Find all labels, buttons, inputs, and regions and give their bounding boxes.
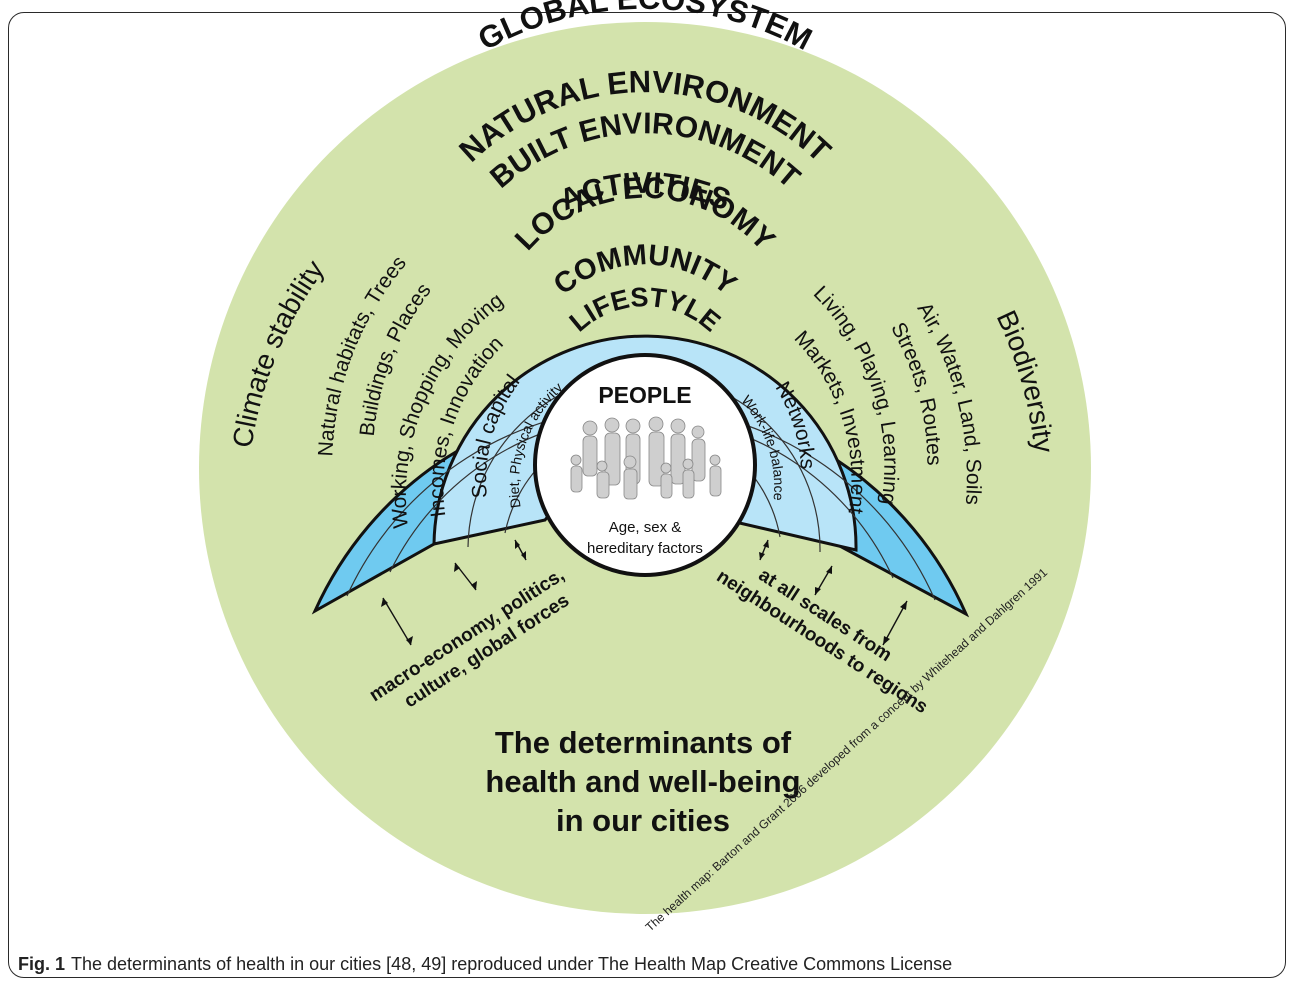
diagram-title-line-1: The determinants of	[495, 725, 792, 760]
people-sub-line-1: Age, sex &	[609, 519, 682, 536]
figure-label: Fig. 1	[18, 954, 66, 974]
diagram-title-line-3: in our cities	[556, 803, 730, 838]
arrow-heads	[381, 540, 907, 645]
people-circle	[533, 353, 757, 577]
figure-caption-text: The determinants of health in our cities…	[71, 954, 953, 974]
diagram-title-line-2: health and well-being	[485, 764, 800, 799]
people-label: PEOPLE	[598, 382, 691, 408]
people-figures-icon	[570, 416, 722, 500]
people-sub-line-2: hereditary factors	[587, 540, 703, 557]
